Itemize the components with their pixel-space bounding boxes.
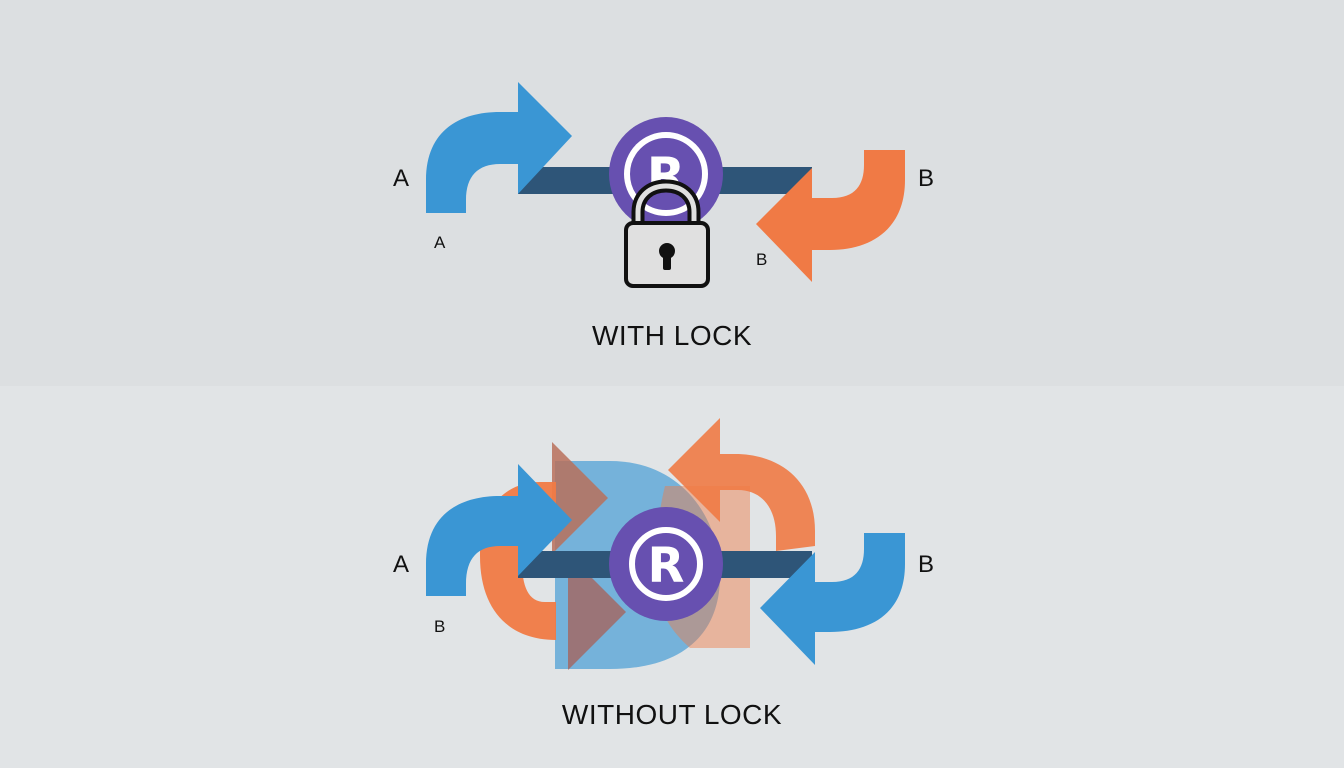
resource-symbol: R: [648, 538, 685, 594]
without-lock-panel: R A B B WITHOUT LOCK: [0, 386, 1344, 768]
label-process-a: A: [393, 165, 410, 192]
process-a-arrow: [426, 82, 572, 213]
lock-icon: [624, 179, 710, 288]
resource-icon: R: [609, 117, 723, 231]
with-lock-diagram: R: [426, 82, 905, 288]
label-process-a: A: [393, 551, 410, 578]
label-process-b-small: B: [756, 250, 768, 269]
label-process-b-small: B: [434, 617, 446, 636]
with-lock-panel: R A A B B WITH LOCK: [393, 82, 935, 351]
label-process-b: B: [918, 165, 935, 192]
resource-icon: R: [609, 507, 723, 621]
process-b-arrow: [756, 150, 905, 282]
label-process-a-small: A: [434, 233, 446, 252]
process-a-arrow-right: [760, 533, 905, 665]
without-lock-diagram: R: [426, 418, 905, 670]
process-b-arrow-top: [668, 418, 815, 551]
label-process-b: B: [918, 551, 935, 578]
resource-symbol: R: [647, 147, 686, 205]
without-lock-caption: WITHOUT LOCK: [561, 699, 783, 730]
process-a-arrow: [426, 464, 572, 596]
with-lock-caption: WITH LOCK: [591, 320, 753, 351]
